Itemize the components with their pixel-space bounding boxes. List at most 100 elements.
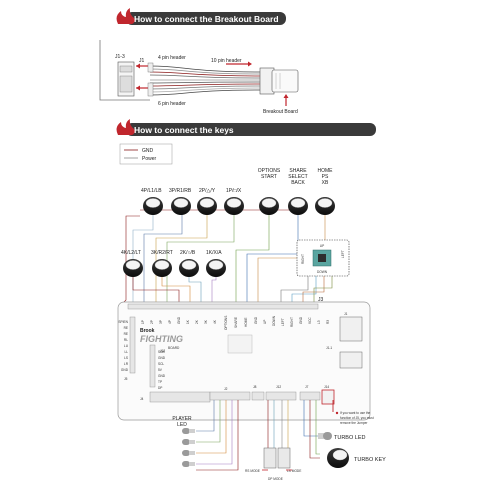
j12-header (265, 391, 297, 401)
button-3k[interactable] (152, 259, 172, 277)
button-label: 3K/R2/RT (151, 250, 173, 256)
button-3p[interactable] (171, 197, 191, 215)
breakout-board-label: Breakout Board (263, 109, 298, 115)
button-home[interactable] (315, 197, 335, 215)
button-label: 1P/□/X (226, 188, 242, 194)
pin-label: DOWN (272, 315, 276, 326)
pin-label: 1K (186, 319, 190, 324)
pin-label: SCL (158, 362, 164, 366)
header10-label: 10 pin header (211, 58, 242, 64)
button-label: 2K/○/B (180, 250, 196, 256)
joystick-down-label: DOWN (317, 270, 328, 274)
cable-bundle (149, 65, 261, 96)
button-2p[interactable] (197, 197, 217, 215)
pin-label: OPTIONS (224, 316, 228, 330)
turbo-led-label: TURBO LED (334, 435, 366, 441)
note-line-1: If you want to use the (340, 411, 371, 415)
j1-connector-right (339, 316, 363, 342)
joystick-chip (318, 254, 326, 262)
pin-label: 1P (141, 320, 145, 324)
note-line-3: remove the Jumper (340, 421, 368, 425)
top-header-pins: J3 (127, 297, 324, 310)
special-button-row: OPTIONS START SHARE SELECT BACK HOME PS … (258, 168, 335, 215)
logo-sub: BOARD (168, 346, 180, 350)
pin-label: GND (158, 356, 166, 360)
pin-label: RE (124, 332, 128, 336)
joystick-up-label: UP (320, 244, 324, 248)
j8-header (251, 391, 265, 401)
j7-label: J7 (305, 385, 309, 389)
pin-label: GND (254, 316, 258, 324)
button-label: 4K/L2/LT (121, 250, 141, 256)
pin-label: SHARE (234, 317, 238, 328)
arrow-head (248, 61, 252, 67)
j14-jumper[interactable] (321, 389, 335, 405)
player-led-2 (182, 439, 195, 445)
j7-header (299, 391, 321, 401)
board-outline (117, 301, 371, 421)
board-chip (227, 334, 253, 354)
player-led-4 (182, 461, 195, 467)
pin-label: LU (124, 344, 129, 348)
pin-label: RL (124, 338, 128, 342)
button-options[interactable] (259, 197, 279, 215)
button-1p[interactable] (224, 197, 244, 215)
pin-label: 2P (150, 320, 154, 324)
pin-label: 4P (168, 320, 172, 324)
j12-label: J12 (276, 385, 281, 389)
pin-label: VCC (308, 317, 312, 324)
options-label-1: OPTIONS (258, 168, 281, 174)
button-4k[interactable] (123, 259, 143, 277)
j14-label: J14 (324, 385, 329, 389)
button-share[interactable] (288, 197, 308, 215)
arrow-head (136, 63, 140, 69)
logo-top: Brook (140, 328, 155, 334)
button-4p[interactable] (143, 197, 163, 215)
pin-label: GND (299, 316, 303, 324)
pin-label: SPIEN (118, 320, 128, 324)
pin-label: R3 (326, 320, 330, 324)
breakout-diagram: J1-3 J1 4 pin header 10 pin (99, 40, 299, 115)
legend: GND Power (119, 143, 173, 165)
pin-label: 5V (158, 368, 163, 372)
button-label: 3P/R1/RB (169, 188, 192, 194)
mode-jumpers: RS MODE LS MODE DP MODE (245, 447, 301, 481)
fighting-board: J3 GND 1P 2P 3P 4P GND 1K 2K 3K 4K OPTIO… (117, 297, 371, 421)
pin-label: HOME (244, 317, 248, 327)
j4-label: J4 (140, 397, 144, 401)
pin-block (119, 75, 133, 93)
section2-header-bar (126, 123, 376, 136)
button-2k[interactable] (179, 259, 199, 277)
player-led-label-2: LED (177, 422, 187, 428)
turbo-led: TURBO LED (318, 432, 366, 441)
pin-label: GND (177, 316, 181, 324)
j11-connector (339, 351, 363, 369)
mid-button-row: 4K/L2/LT 3K/R2/RT 2K/○/B 1K/X/A (121, 250, 226, 277)
section1-title: How to connect the Breakout Board (134, 14, 279, 24)
ls-jumper[interactable] (277, 447, 291, 469)
j13-label: J13 (160, 349, 165, 353)
section2-title: How to connect the keys (134, 125, 234, 135)
turbo-key[interactable]: TURBO KEY (327, 448, 386, 468)
rs-jumper[interactable] (263, 447, 277, 469)
pin-label: RE (124, 326, 128, 330)
plug-4pin (147, 62, 154, 73)
player-led-1 (182, 428, 195, 434)
section1-header-bar (126, 12, 286, 25)
j2-label: J2 (224, 387, 228, 391)
left-pin-column: SPIEN RE RE RL LU LL LS LR GND (118, 316, 136, 374)
home-label-2: PS (322, 174, 329, 180)
pin-label: SDA (158, 350, 165, 354)
j2-header (209, 391, 251, 401)
home-label-1: HOME (318, 168, 334, 174)
turbo-key-label: TURBO KEY (354, 457, 386, 463)
pin-label: TP (158, 380, 162, 384)
j13-label: J1-3 (115, 54, 125, 60)
flame-icon (116, 8, 135, 24)
button-1k[interactable] (206, 259, 226, 277)
pin-label: LR (124, 362, 129, 366)
j11-label: J1-1 (326, 346, 332, 350)
joystick-pcb[interactable]: UP DOWN LEFT RIGHT (296, 239, 350, 277)
note-line-2: function of J5, you must (340, 416, 374, 420)
